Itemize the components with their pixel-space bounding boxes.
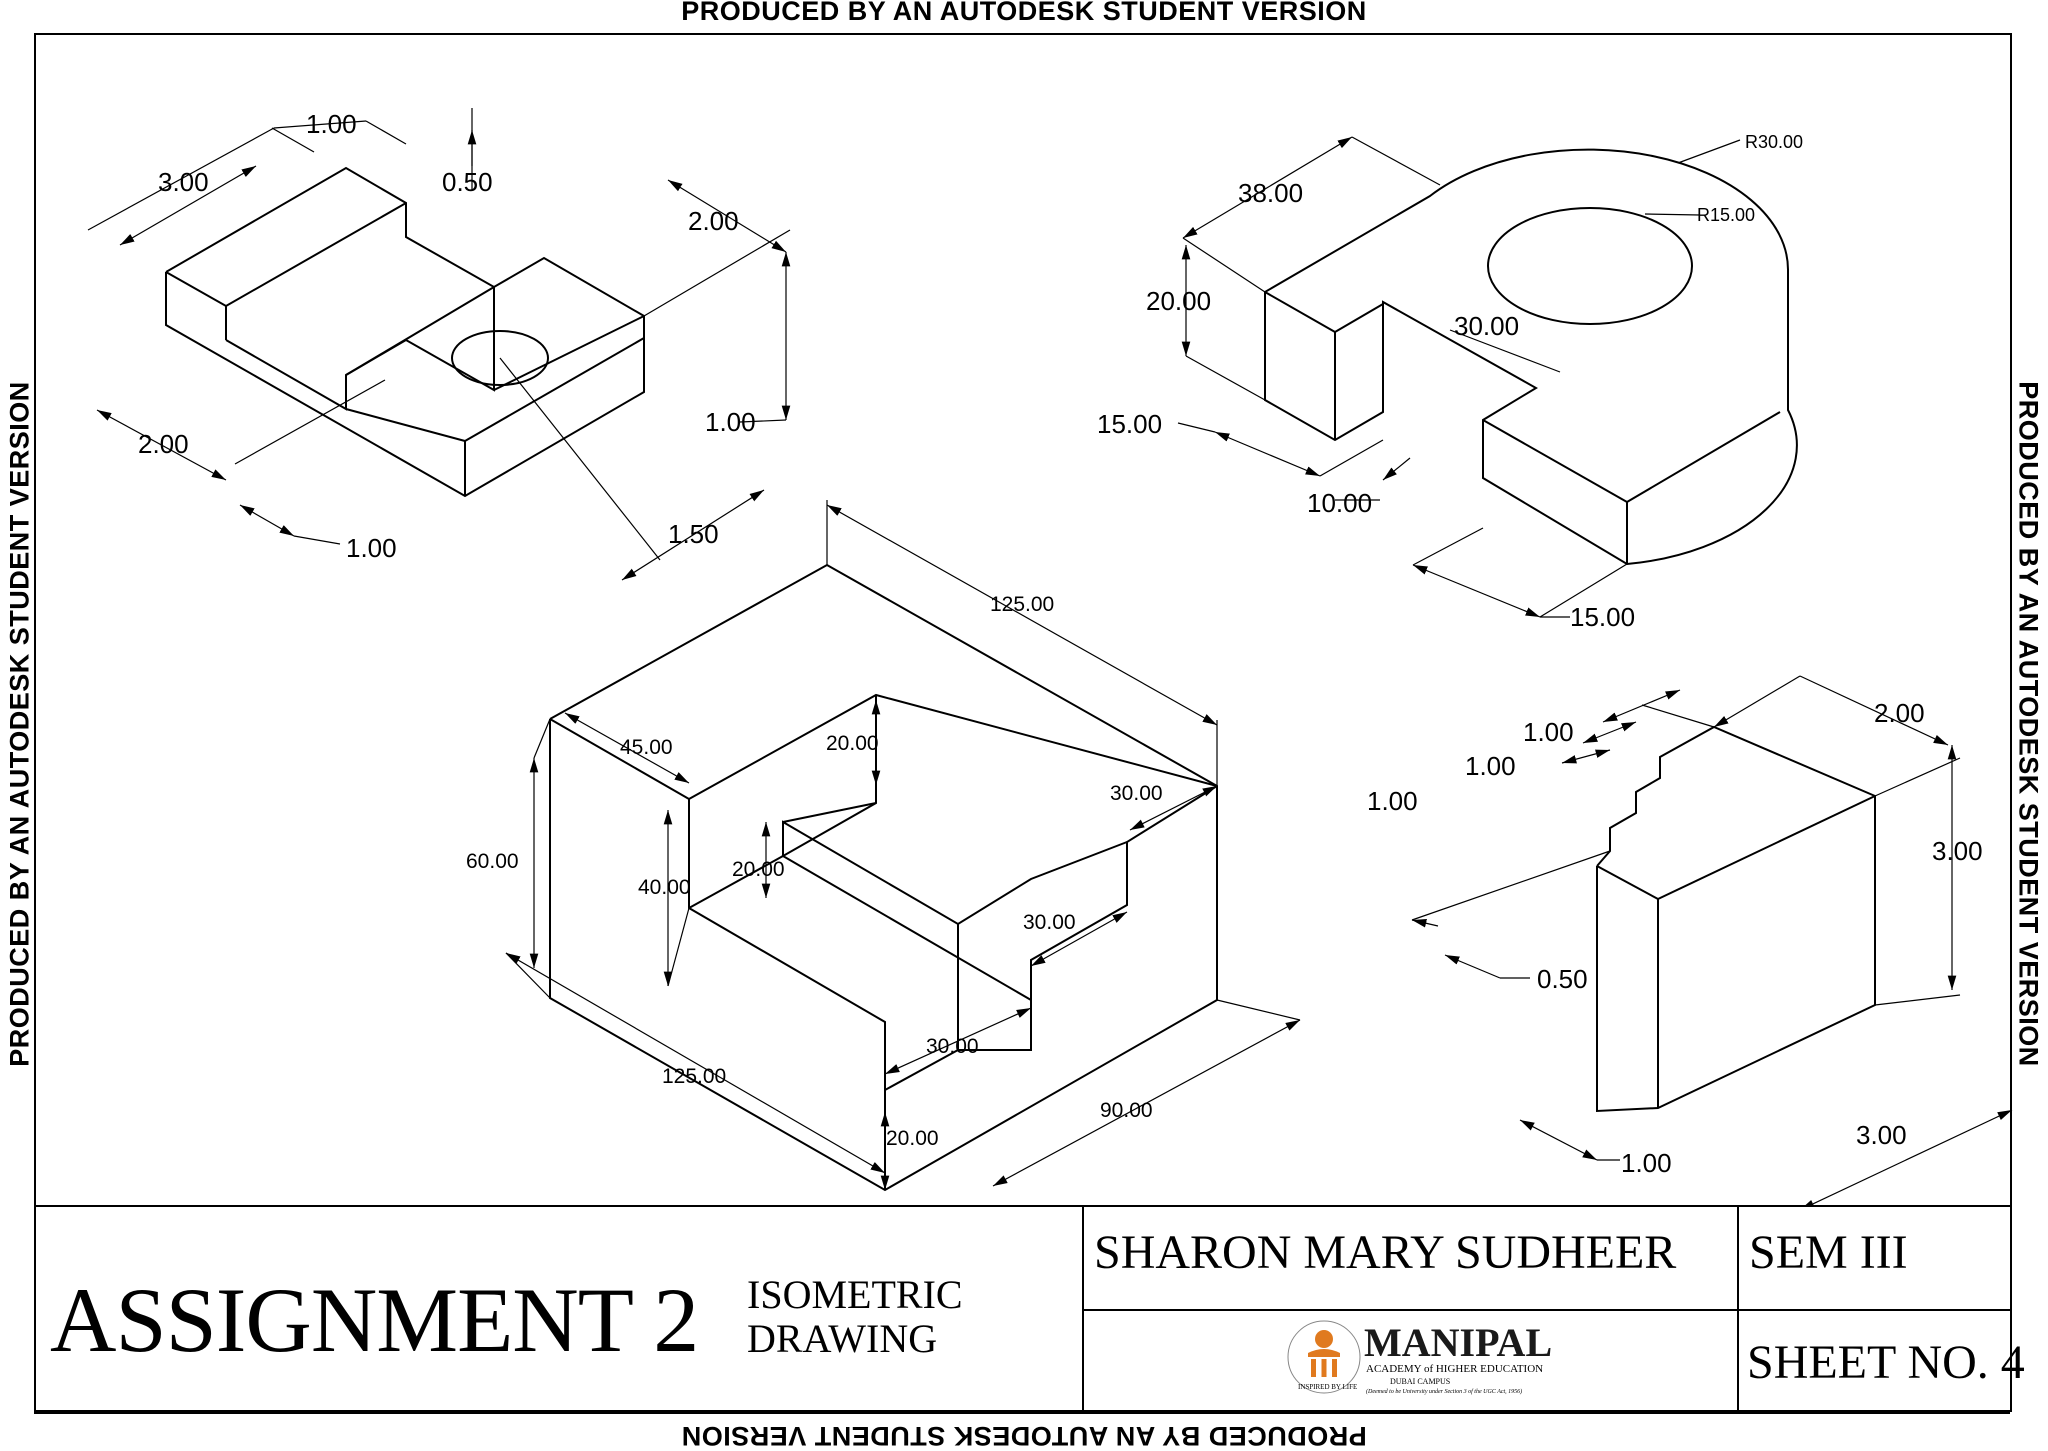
dim-label: 38.00 <box>1238 178 1303 208</box>
dim-label: 1.00 <box>705 407 756 437</box>
dim-label: 30.00 <box>1110 782 1163 805</box>
fig2-outline <box>1264 148 1798 566</box>
dim-label: 30.00 <box>926 1035 979 1058</box>
logo-line-1: ACADEMY of HIGHER EDUCATION <box>1366 1363 1544 1375</box>
figure-bottom-right <box>1411 675 2013 1205</box>
dim-label: R30.00 <box>1745 132 1803 152</box>
dim-label: 30.00 <box>1454 311 1519 341</box>
dim-label: 2.00 <box>138 429 189 459</box>
dim-label: 40.00 <box>638 876 691 899</box>
watermark-top: PRODUCED BY AN AUTODESK STUDENT VERSION <box>681 0 1367 26</box>
dim-label: 20.00 <box>732 858 785 881</box>
fig1-outline <box>165 166 645 498</box>
subtitle-line-2: DRAWING <box>747 1316 938 1361</box>
figure-center <box>505 500 1301 1192</box>
dim-label: 1.00 <box>1465 751 1516 781</box>
dim-label: 1.00 <box>346 533 397 563</box>
logo-line-3: (Deemed to be University under Section 3… <box>1366 1389 1523 1395</box>
dim-label: 3.00 <box>158 167 209 197</box>
dim-label: 1.00 <box>1621 1148 1672 1178</box>
dimension-labels: 1.00 3.00 0.50 2.00 1.00 2.00 1.00 1.50 … <box>138 109 1983 1178</box>
fig4-outline <box>1596 725 1876 1113</box>
semester-cell: SEM III <box>1737 1207 2010 1311</box>
subtitle-line-1: ISOMETRIC <box>747 1272 963 1317</box>
dim-label: 0.50 <box>1537 964 1588 994</box>
watermark-bottom: PRODUCED BY AN AUTODESK STUDENT VERSION <box>681 1421 1367 1451</box>
figure-top-right <box>1177 136 1798 618</box>
sheet-number-cell: SHEET NO. 4 <box>1737 1309 2025 1412</box>
sheet-number: SHEET NO. 4 <box>1747 1336 2025 1389</box>
dim-label: 20.00 <box>1146 286 1211 316</box>
dim-label: R15.00 <box>1697 205 1755 225</box>
dim-label: 45.00 <box>620 736 673 759</box>
dim-label: 0.50 <box>442 167 493 197</box>
dim-label: 3.00 <box>1856 1120 1907 1150</box>
dim-label: 2.00 <box>1874 698 1925 728</box>
dim-label: 3.00 <box>1932 836 1983 866</box>
title-block-bottom-rule <box>34 1412 2010 1414</box>
isometric-drawings: 1.00 3.00 0.50 2.00 1.00 2.00 1.00 1.50 … <box>87 108 2013 1205</box>
assignment-title: ASSIGNMENT 2 <box>50 1269 699 1371</box>
fig1-step-edges <box>165 202 407 308</box>
assignment-subtitle: ISOMETRIC DRAWING <box>747 1273 963 1361</box>
dim-label: 125.00 <box>990 593 1054 616</box>
dim-label: 2.00 <box>688 206 739 236</box>
dim-label: 60.00 <box>466 850 519 873</box>
dim-label: 1.00 <box>1367 786 1418 816</box>
logo-tagline: INSPIRED BY LIFE <box>1298 1383 1357 1391</box>
dim-label: 90.00 <box>1100 1099 1153 1122</box>
dim-label: 15.00 <box>1570 602 1635 632</box>
dim-label: 1.00 <box>306 109 357 139</box>
dim-label: 1.50 <box>668 519 719 549</box>
dim-label: 125.00 <box>662 1065 726 1088</box>
dim-label: 10.00 <box>1307 488 1372 518</box>
student-name: SHARON MARY SUDHEER <box>1094 1226 1677 1279</box>
figure-top-left <box>87 108 791 581</box>
drawing-sheet-border <box>34 33 2012 1412</box>
logo-line-2: DUBAI CAMPUS <box>1390 1377 1451 1386</box>
manipal-emblem-icon: INSPIRED BY LIFE <box>1287 1320 1361 1394</box>
logo-name: MANIPAL <box>1364 1320 1553 1365</box>
dim-label: 30.00 <box>1023 911 1076 934</box>
manipal-logo: INSPIRED BY LIFE MANIPAL ACADEMY of HIGH… <box>1284 1317 1552 1401</box>
fig2-hole <box>1487 207 1693 325</box>
student-name-cell: SHARON MARY SUDHEER <box>1082 1207 1739 1311</box>
dim-label: 1.00 <box>1523 717 1574 747</box>
dim-label: 20.00 <box>826 732 879 755</box>
title-block: ASSIGNMENT 2 ISOMETRIC DRAWING SHARON MA… <box>34 1205 2025 1414</box>
assignment-cell: ASSIGNMENT 2 ISOMETRIC DRAWING <box>34 1207 1084 1412</box>
dim-label: 20.00 <box>886 1127 939 1150</box>
fig1-hole <box>451 330 549 386</box>
logo-cell <box>1082 1309 1739 1412</box>
semester: SEM III <box>1749 1226 1908 1279</box>
dim-label: 15.00 <box>1097 409 1162 439</box>
